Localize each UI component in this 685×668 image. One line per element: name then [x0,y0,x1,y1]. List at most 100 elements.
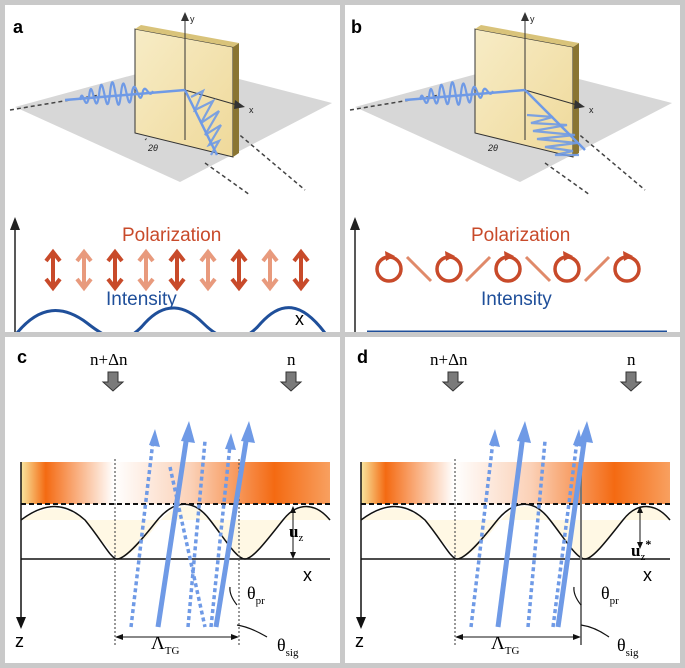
theta-pr-arc [573,586,582,606]
lambda-arrow-left [115,634,123,640]
lambda-arrow-left [455,634,463,640]
plot-y-arrowhead [10,217,20,230]
intensity-label: Intensity [106,289,177,310]
y-axis-label: y [190,14,195,24]
linear-polarization-arrow [583,255,611,283]
n-plus-delta-label: n+Δn [90,350,128,369]
panel-b-figure: b y x 2θ x Polarization Intensity [349,12,672,332]
theta-pr-arc [229,586,238,606]
down-arrow-right [279,371,303,392]
probe-beam-right [555,434,588,628]
incident-beam [404,88,526,102]
angle-label: 2θ [147,143,158,153]
polarization-arrow [199,248,217,292]
incident-guide [9,94,101,111]
linear-polarization-arrow [405,255,433,283]
signal-beam-left-head [149,429,160,447]
circular-polarization [375,251,403,283]
polarization-arrow [261,248,279,292]
signal-beam-right-head [573,429,583,447]
lambda-label: ΛTG [151,633,180,657]
y-arrowhead [521,12,529,21]
z-label: z [355,631,364,651]
guide-line-3 [574,130,646,191]
panel-d-figure: d n+Δn n x z uz* ΛTG θpr θsig [355,347,671,659]
circular-polarization [494,251,522,283]
polarization-arrow [106,248,124,292]
polarization-arrow [137,248,155,292]
x-label: x [303,565,312,585]
signal-beam-left-head [489,429,500,447]
probe-beam-right-head [241,421,255,443]
angle-label: 2θ [487,143,498,153]
probe-beam-left [495,434,526,628]
signal-beam-right [551,440,579,628]
probe-beam-left-head [181,421,195,443]
theta-sig-leader [236,624,268,638]
guide-line-3 [234,130,306,191]
panel-c-figure: c n+Δn n x z uz ΛTG θpr θsig [15,347,331,659]
diffracted-beam [524,89,586,151]
uz-arrowhead-up [290,506,296,513]
uz-label: uz [289,522,303,544]
displacement-fill [21,506,330,559]
panel-label: c [17,347,27,367]
theta-pr-label: θpr [601,583,619,607]
incident-guide [349,94,441,111]
uz-label: uz* [631,537,651,563]
panel-b: b y x 2θ x Polarization Intensity [340,0,685,337]
lambda-arrow-right [573,634,581,640]
polarization-arrow [292,248,310,292]
z-arrowhead [16,617,26,629]
panel-a: a y x 2θ x Polarization Intensity [0,0,345,337]
x-axis [184,89,238,106]
slab-edge [573,43,579,157]
theta-pr-label: θpr [247,583,265,607]
panel-label: d [357,347,368,367]
displacement-fill [361,506,670,559]
lambda-arrow-right [231,634,239,640]
theta-sig-label: θsig [617,635,639,659]
incident-wave [418,81,495,106]
diffracted-wave [190,88,222,156]
diffracted-wave [526,113,579,157]
probe-beam-right [213,434,250,628]
n-plus-delta-label: n+Δn [430,350,468,369]
linear-polarization-arrow [524,255,552,283]
down-arrow-left [441,371,465,392]
uz-arrowhead-down [637,542,643,549]
down-arrow-right [619,371,643,392]
uz-arrowhead-up [637,506,643,513]
x-axis-label: x [249,105,254,115]
n-label: n [627,350,636,369]
circular-polarization [613,251,641,283]
polarization-arrows [44,248,310,292]
uz-arrowhead-down [290,552,296,559]
x-axis [524,89,578,106]
signal-beam-right [209,444,232,628]
probe-beam-left-head [517,421,531,443]
x-axis-label: x [589,105,594,115]
probe-beam-right-head [579,421,593,443]
polarization-arrow [75,248,93,292]
polarization-arrow [44,248,62,292]
polarization-states [375,251,641,283]
signal-beam-mid [526,440,547,628]
linear-polarization-arrow [464,255,492,283]
panel-d: d n+Δn n x z uz* ΛTG θpr θsig [340,332,685,668]
plot-y-arrowhead [350,217,360,230]
slab-top [135,25,239,47]
down-arrow-left [101,371,125,392]
incident-wave [78,81,155,106]
signal-beam-left [129,440,155,628]
incident-beam [64,88,186,102]
slab-edge [233,43,239,157]
y-arrowhead [181,12,189,21]
y-axis-label: y [530,14,535,24]
panel-label: b [351,17,362,37]
plot-x-label: x [295,309,304,329]
n-label: n [287,350,296,369]
lambda-label: ΛTG [491,633,520,657]
slab-top [475,25,579,47]
theta-sig-label: θsig [277,635,299,659]
